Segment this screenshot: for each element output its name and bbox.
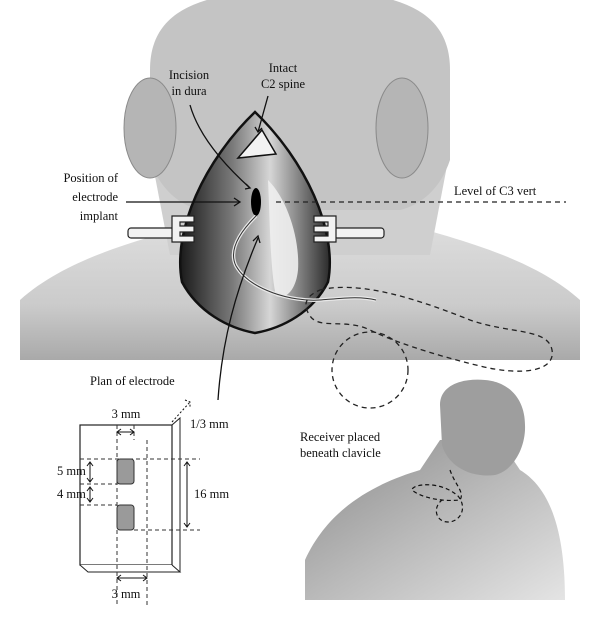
spinal-cord [268, 180, 299, 297]
receiver-label-line1: Receiver placed [300, 430, 381, 444]
electrode-plan-paddle [79, 424, 173, 566]
electrode-plan-edge [79, 564, 182, 573]
plan-of-electrode-label: Plan of electrode [90, 374, 175, 388]
receiver-outline [411, 469, 463, 523]
left-ear [123, 77, 177, 179]
surgical-opening [178, 110, 377, 335]
electrode-lead-outline [233, 215, 377, 301]
leader-incision [189, 104, 251, 189]
contact-1 [116, 458, 135, 485]
c2-spine [236, 128, 278, 159]
incision-label-line2: in dura [171, 84, 207, 98]
torso-illustration [305, 379, 565, 600]
position-label-line2: electrode [72, 190, 118, 204]
leader-plan [217, 237, 259, 401]
right-ear [375, 77, 429, 179]
dim-thickness: 1/3 mm [190, 417, 229, 431]
c3-level-label: Level of C3 vert [454, 184, 537, 198]
dim-width-top: 3 mm [112, 407, 141, 421]
plan-dimension-arrows [86, 399, 191, 582]
electrode-plan [79, 399, 200, 605]
torso-head [440, 379, 526, 476]
dim-array-length: 16 mm [194, 487, 229, 501]
dim-contact-gap: 4 mm [57, 487, 86, 501]
torso [305, 440, 565, 600]
incision-label-line1: Incision [169, 68, 210, 82]
dim-contact-size: 5 mm [57, 464, 86, 478]
receiver-pathway [276, 201, 566, 409]
leader-c2 [257, 95, 269, 133]
c2-label-line2: C2 spine [261, 77, 306, 91]
c2-label-line1: Intact [269, 61, 298, 75]
receiver-label-line2: beneath clavicle [300, 446, 381, 460]
electrode-implant [251, 188, 261, 216]
position-label-line1: Position of [63, 171, 118, 185]
left-retractor [127, 215, 195, 243]
right-retractor [313, 215, 385, 243]
leader-lines [126, 95, 269, 401]
position-label-line3: implant [80, 209, 119, 223]
dim-width-bottom: 3 mm [112, 587, 141, 601]
electrode-plan-side [171, 416, 181, 572]
contact-2 [116, 504, 135, 531]
